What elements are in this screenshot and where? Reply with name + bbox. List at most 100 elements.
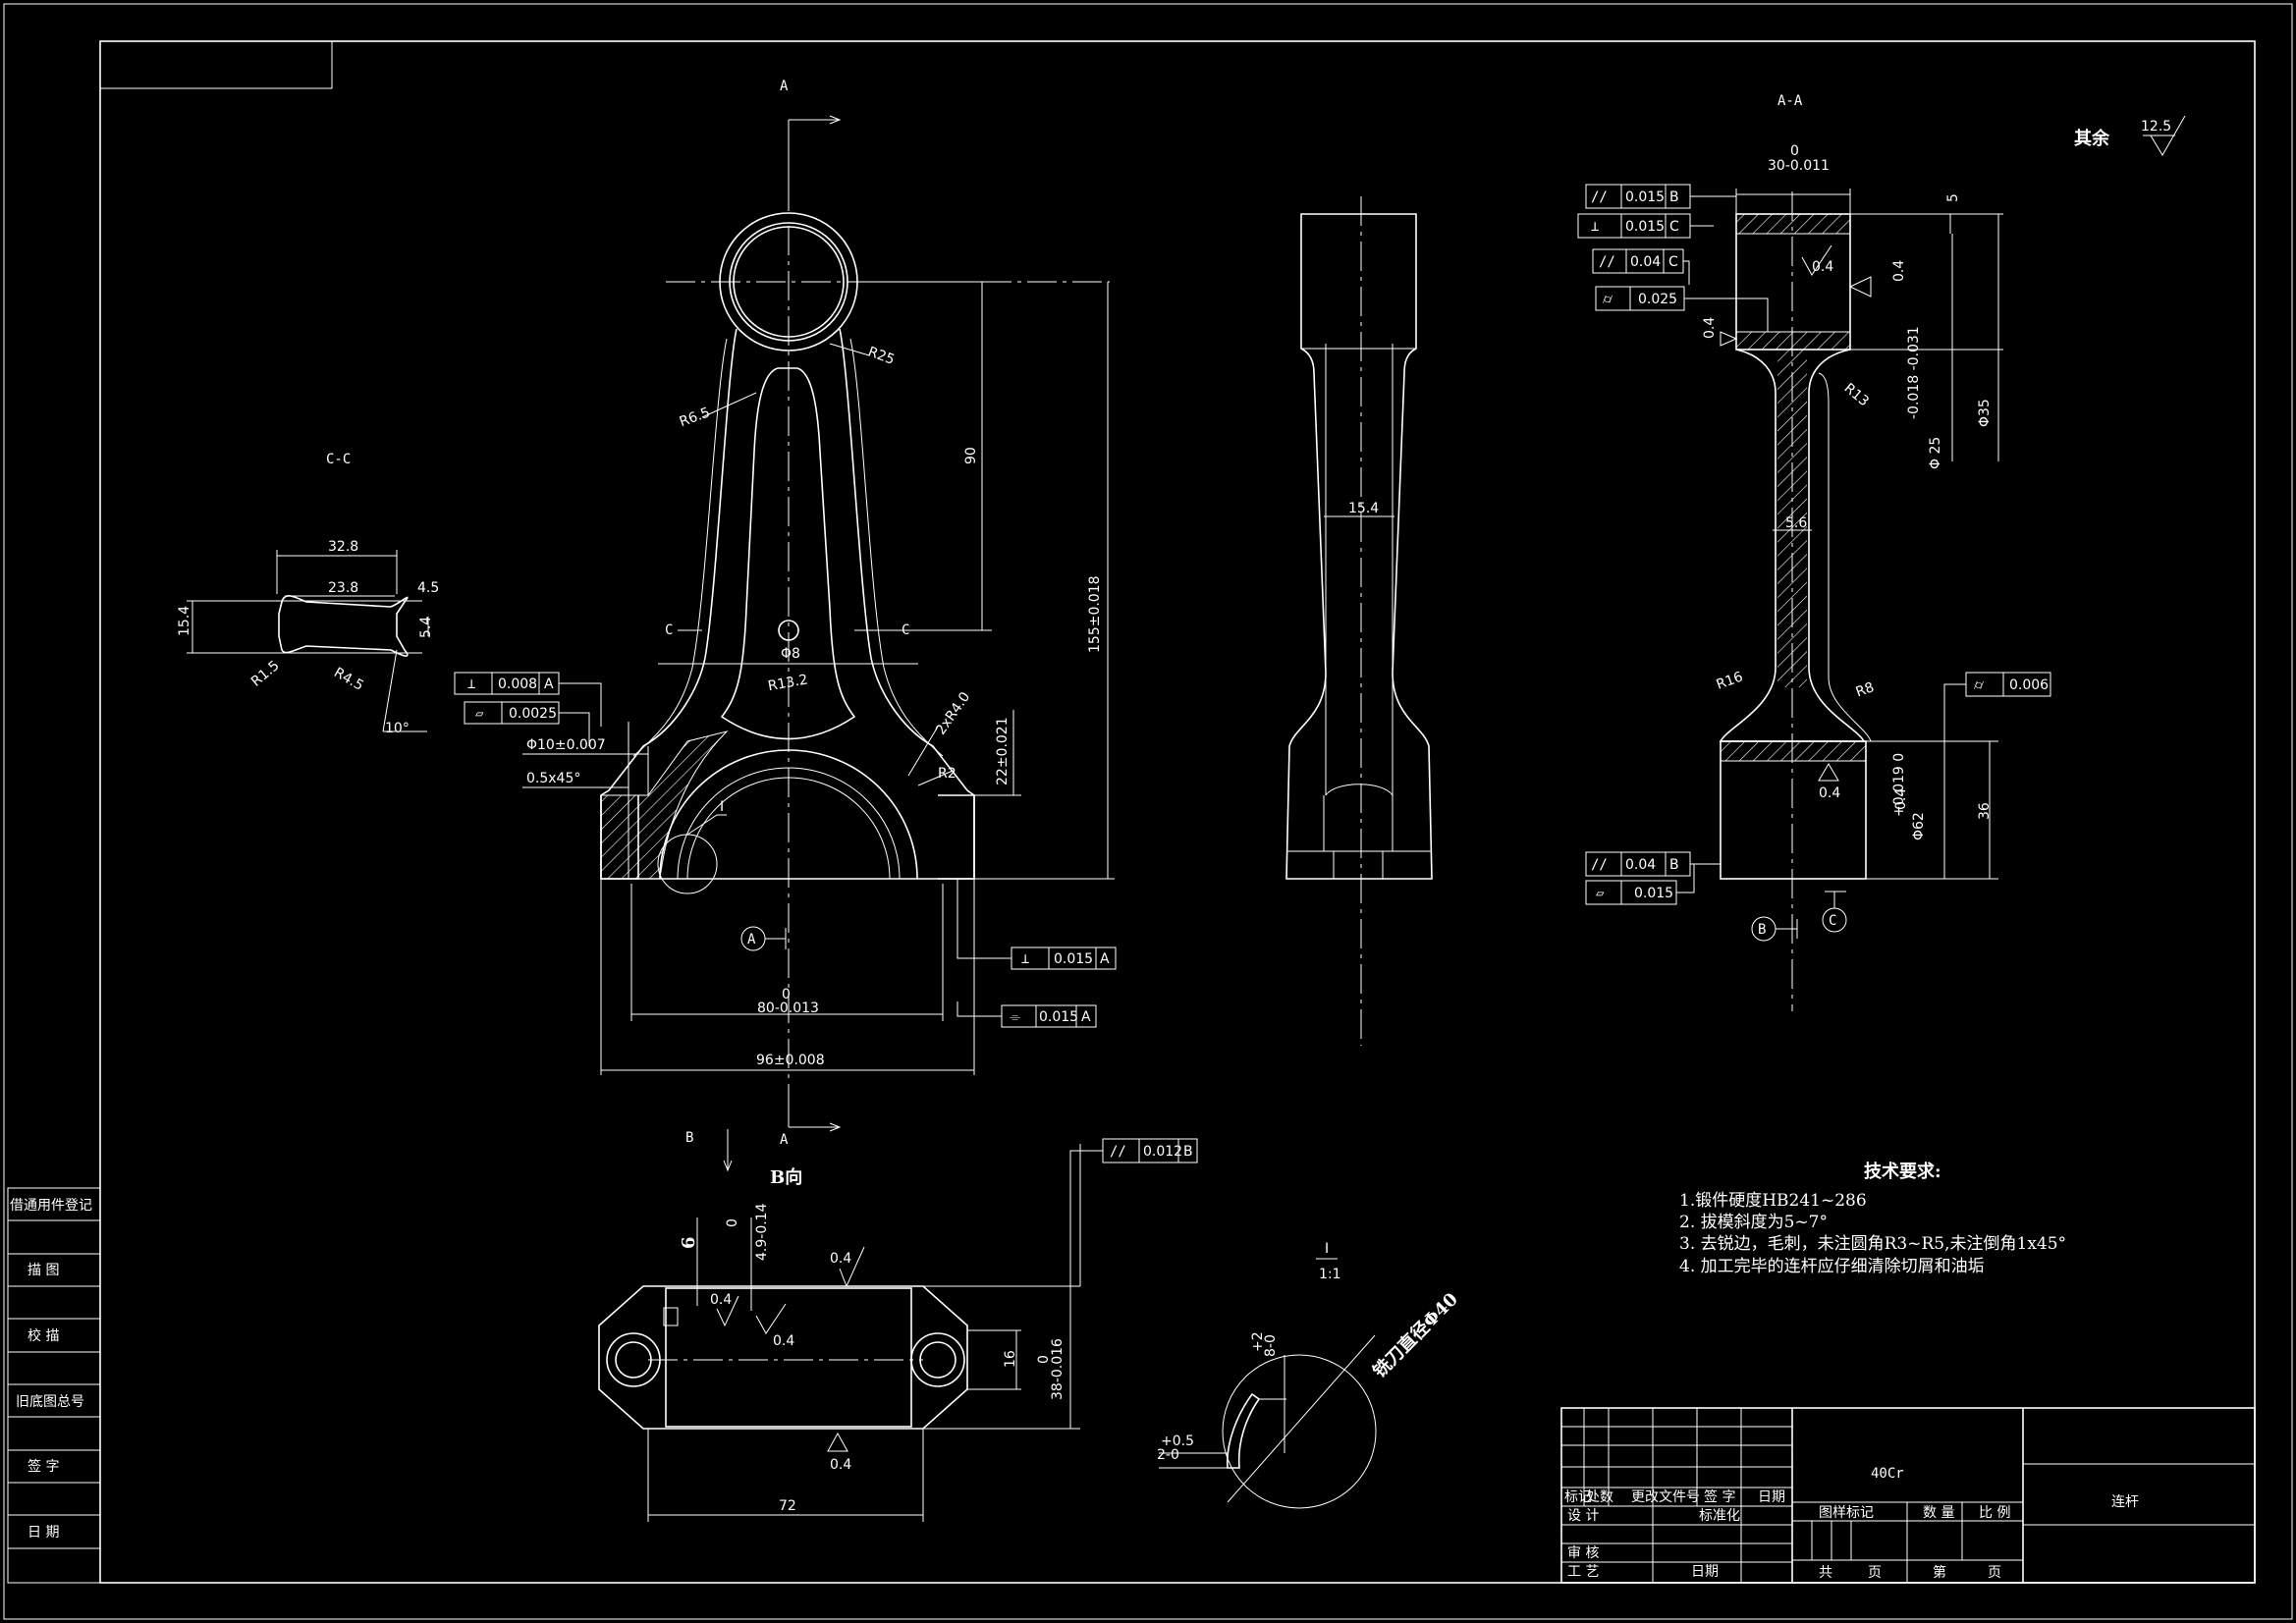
material: 40Cr — [1871, 1466, 1904, 1482]
svg-text:8-0: 8-0 — [1263, 1334, 1279, 1357]
side-panel-label: 旧底图总号 — [16, 1394, 84, 1410]
svg-text:签 字: 签 字 — [1704, 1488, 1735, 1505]
svg-text:B: B — [685, 1130, 693, 1146]
rod-outer-contour — [600, 328, 975, 880]
svg-text:22±0.021: 22±0.021 — [995, 717, 1011, 785]
svg-text:0.4: 0.4 — [1702, 317, 1718, 339]
svg-text:其余: 其余 — [2074, 128, 2110, 149]
svg-text:30-0.011: 30-0.011 — [1768, 158, 1830, 174]
svg-text:90: 90 — [963, 447, 979, 464]
side-panel-label: 校 描 — [27, 1327, 59, 1344]
detail-i: I 1:1 铣刀直径Φ40 +2 8-0 +0.5 2-0 — [1157, 1241, 1462, 1509]
svg-text:C: C — [1668, 254, 1678, 270]
svg-text:0.5x45°: 0.5x45° — [526, 771, 580, 786]
svg-text:⌯: ⌯ — [1010, 1009, 1020, 1025]
technical-requirements: 技术要求: 1.锻件硬度HB241~286 2. 拔模斜度为5~7° 3. 去锐… — [1679, 1161, 2066, 1276]
svg-text:0: 0 — [782, 987, 791, 1002]
svg-text:0.4: 0.4 — [830, 1251, 851, 1267]
requirement-item: 4. 加工完毕的连杆应仔细清除切屑和油垢 — [1679, 1257, 1985, 1276]
outer-border — [3, 3, 2293, 1620]
requirement-item: 3. 去锐边，毛刺，未注圆角R3~R5,未注倒角1x45° — [1679, 1234, 2066, 1254]
svg-text:0.015: 0.015 — [1625, 219, 1665, 235]
svg-text:A: A — [780, 1132, 789, 1148]
svg-text:96±0.008: 96±0.008 — [756, 1053, 825, 1068]
svg-text:I: I — [1325, 1241, 1329, 1257]
svg-text:A-A: A-A — [1777, 93, 1803, 109]
side-panel-label: 借通用件登记 — [10, 1198, 92, 1214]
section-aa: A-A 0 30-0.011 5 R13 Φ 25 -0.018 -0.031 … — [1577, 93, 2051, 1011]
svg-text:15.4: 15.4 — [177, 606, 192, 636]
svg-text:38-0.016: 38-0.016 — [1050, 1338, 1066, 1400]
svg-text:0: 0 — [725, 1218, 740, 1227]
svg-text:R4.5: R4.5 — [331, 665, 366, 694]
svg-text:0.04: 0.04 — [1625, 857, 1656, 873]
requirement-item: 2. 拔模斜度为5~7° — [1679, 1213, 1828, 1232]
svg-text:▱: ▱ — [475, 706, 484, 722]
svg-text:R6.5: R6.5 — [678, 405, 713, 430]
svg-text:Φ8: Φ8 — [781, 646, 800, 662]
svg-text:C-C: C-C — [326, 452, 351, 467]
svg-text:0.4: 0.4 — [1819, 785, 1840, 801]
b-view: B B向 0 38-0.016 16 72 6 0 4.9-0.14 // — [598, 1129, 1198, 1522]
big-end-bore — [659, 749, 918, 880]
svg-text:标准化: 标准化 — [1699, 1508, 1740, 1524]
svg-text://: // — [1591, 189, 1608, 205]
svg-text:2xR4.0: 2xR4.0 — [933, 689, 973, 737]
svg-text:0.015: 0.015 — [1625, 189, 1665, 205]
svg-text:0.008: 0.008 — [498, 676, 537, 692]
svg-text:5.6: 5.6 — [1785, 515, 1807, 531]
rod-pocket — [720, 367, 856, 740]
svg-text:A: A — [1081, 1009, 1091, 1025]
svg-text:设 计: 设 计 — [1567, 1508, 1599, 1524]
svg-text:⌭: ⌭ — [1974, 677, 1984, 693]
title-block: 40Cr 连杆 标记 处数 更改文件号 签 字 日期 设 计 标准化 审 核 工… — [1560, 1407, 2256, 1584]
svg-text:0.015: 0.015 — [1054, 951, 1093, 967]
svg-text:72: 72 — [779, 1498, 796, 1514]
svg-text:技术要求:: 技术要求: — [1864, 1161, 1941, 1182]
svg-text:▱: ▱ — [1596, 886, 1605, 901]
svg-text:⌭: ⌭ — [1603, 292, 1613, 307]
svg-text:2-0: 2-0 — [1157, 1447, 1179, 1463]
svg-text:5.4: 5.4 — [418, 617, 434, 638]
svg-text:16: 16 — [1003, 1350, 1018, 1368]
svg-text:R1.5: R1.5 — [248, 658, 283, 690]
inner-border — [99, 40, 2256, 1584]
svg-text:0.025: 0.025 — [1638, 292, 1677, 307]
svg-text:更改文件号: 更改文件号 — [1631, 1489, 1700, 1505]
svg-text:0.4: 0.4 — [1812, 259, 1833, 275]
svg-text:日期: 日期 — [1691, 1564, 1719, 1580]
svg-text:A: A — [747, 932, 756, 947]
svg-text:0.012: 0.012 — [1143, 1144, 1182, 1160]
svg-text:审 核: 审 核 — [1567, 1545, 1599, 1561]
side-panel-label: 日 期 — [27, 1525, 59, 1541]
svg-text:A: A — [1100, 951, 1110, 967]
svg-text:⊥: ⊥ — [1021, 951, 1029, 967]
part-name: 连杆 — [2111, 1494, 2139, 1510]
oil-hole — [778, 620, 799, 641]
svg-text:A: A — [780, 79, 789, 94]
svg-text:+2: +2 — [1250, 1331, 1266, 1352]
top-left-box — [99, 40, 333, 89]
svg-text:15.4: 15.4 — [1348, 501, 1379, 516]
svg-text:5: 5 — [1945, 193, 1961, 202]
svg-text:80-0.013: 80-0.013 — [757, 1001, 819, 1016]
svg-text:6: 6 — [679, 1236, 699, 1249]
svg-text:32.8: 32.8 — [328, 539, 358, 555]
svg-text:B: B — [1669, 857, 1679, 873]
svg-text:Φ 25: Φ 25 — [1928, 437, 1943, 469]
svg-text:R8: R8 — [1854, 679, 1877, 700]
cc-profile — [278, 595, 409, 657]
svg-text:0.006: 0.006 — [2009, 677, 2049, 693]
svg-text:⊥: ⊥ — [1591, 219, 1599, 235]
svg-text:处数: 处数 — [1586, 1489, 1613, 1505]
svg-text:0.0025: 0.0025 — [509, 706, 557, 722]
side-panel-label: 描 图 — [27, 1263, 59, 1278]
svg-text:0.4: 0.4 — [830, 1457, 851, 1473]
svg-text:0: 0 — [1790, 143, 1799, 159]
svg-text:0.4: 0.4 — [1891, 260, 1907, 282]
svg-text:R16: R16 — [1715, 669, 1745, 692]
svg-text:工 艺: 工 艺 — [1567, 1564, 1599, 1580]
svg-text:+0.5: +0.5 — [1161, 1434, 1194, 1449]
svg-text:0: 0 — [1036, 1355, 1052, 1364]
svg-text:R13: R13 — [1840, 380, 1871, 409]
